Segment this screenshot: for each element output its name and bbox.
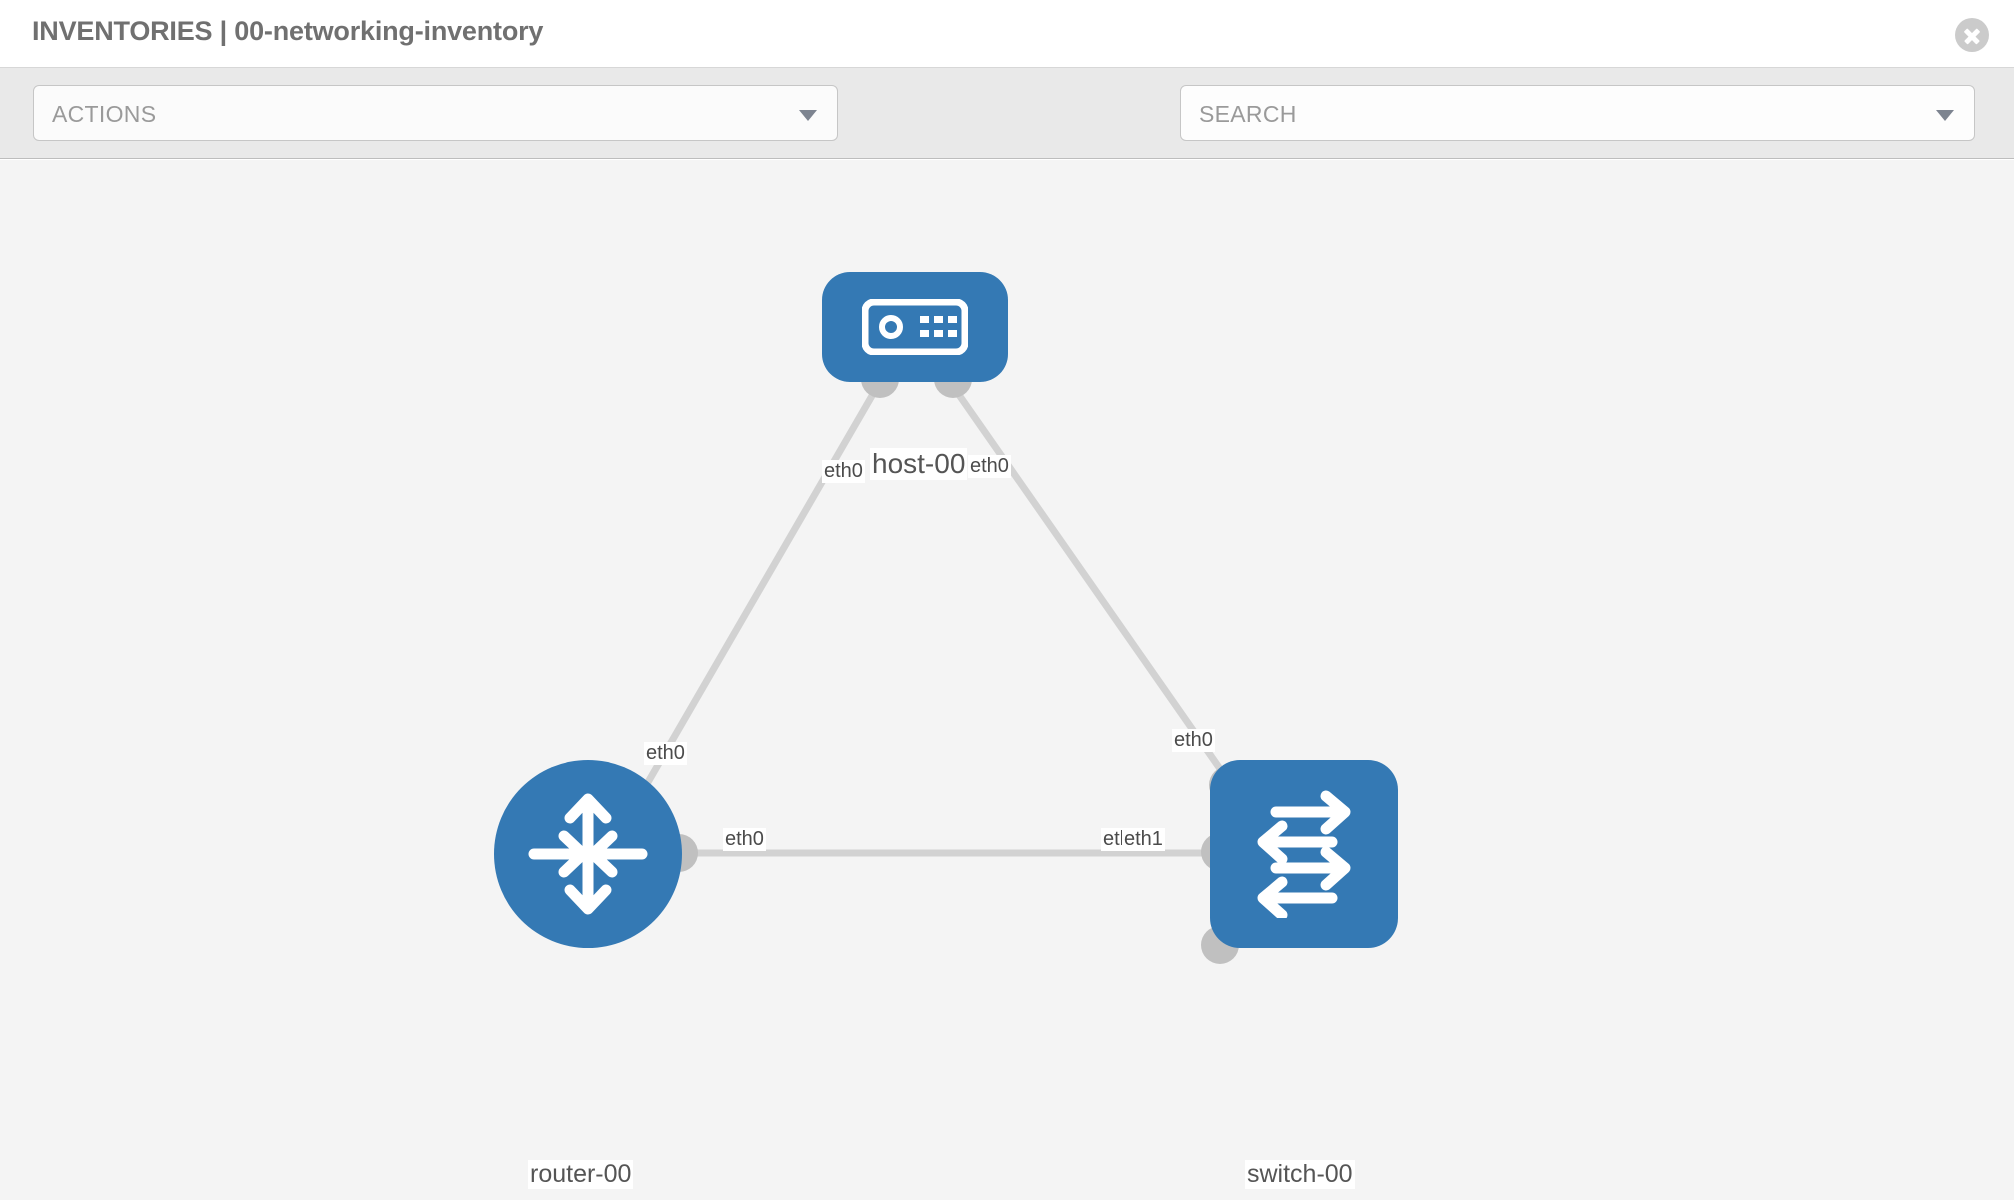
if-label-switch-left: eth1 bbox=[1122, 828, 1165, 851]
router-arrows-icon bbox=[528, 793, 648, 915]
if-label-host-left: eth0 bbox=[822, 460, 865, 483]
actions-dropdown[interactable]: ACTIONS bbox=[33, 85, 838, 141]
page-header: INVENTORIES | 00-networking-inventory bbox=[0, 0, 2014, 68]
node-host-00-shape bbox=[822, 272, 1008, 382]
node-host-00[interactable] bbox=[822, 272, 1008, 382]
if-label-router-right: eth0 bbox=[723, 828, 766, 851]
toolbar: ACTIONS SEARCH bbox=[0, 68, 2014, 197]
search-placeholder: SEARCH bbox=[1199, 101, 1297, 127]
link-host-router bbox=[636, 380, 884, 798]
page-title: INVENTORIES | 00-networking-inventory bbox=[32, 16, 544, 46]
chevron-down-icon bbox=[1936, 110, 1954, 121]
if-label-switch-upper: eth0 bbox=[1172, 729, 1215, 752]
topology-canvas[interactable]: host-00 router-00 bbox=[0, 160, 2014, 1200]
server-icon bbox=[862, 299, 968, 355]
if-label-router-upper: eth0 bbox=[644, 742, 687, 765]
node-host-00-label: host-00 bbox=[870, 448, 968, 480]
switch-arrows-icon bbox=[1257, 790, 1351, 918]
link-host-switch bbox=[947, 379, 1235, 789]
node-switch-00-shape bbox=[1210, 760, 1398, 948]
topology-links bbox=[636, 379, 1235, 857]
chevron-down-icon bbox=[799, 110, 817, 121]
search-input[interactable]: SEARCH bbox=[1180, 85, 1975, 141]
close-icon[interactable] bbox=[1955, 18, 1989, 52]
node-switch-00[interactable] bbox=[1210, 760, 1398, 948]
node-router-00-label: router-00 bbox=[528, 1160, 634, 1189]
node-switch-00-label: switch-00 bbox=[1245, 1160, 1355, 1189]
node-router-00[interactable] bbox=[494, 760, 682, 948]
if-label-host-right: eth0 bbox=[968, 455, 1011, 478]
actions-dropdown-label: ACTIONS bbox=[52, 101, 157, 127]
